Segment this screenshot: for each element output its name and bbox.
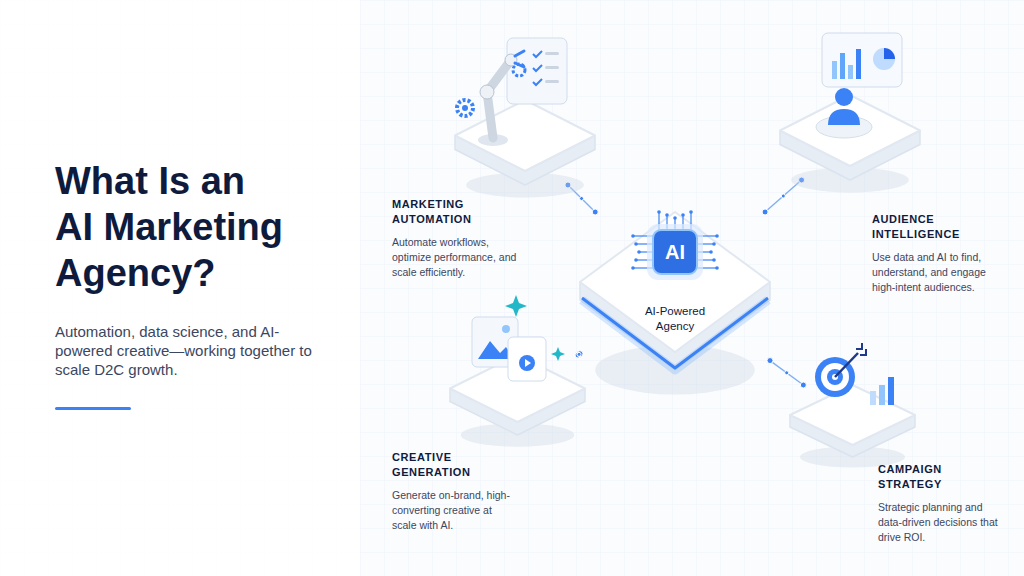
platform-shape	[580, 212, 770, 370]
card-body: Strategic planning and data-driven decis…	[878, 500, 1008, 545]
card-body: Generate on-brand, high-converting creat…	[392, 488, 517, 533]
platform-shape	[450, 355, 585, 435]
service-node: AUDIENCE INTELLIGENCEUse data and AI to …	[780, 95, 920, 180]
connector-line	[770, 361, 803, 385]
card-body: Automate workflows, optimize performance…	[392, 235, 517, 280]
connector-dot	[767, 358, 773, 364]
platform-shape	[455, 100, 595, 185]
connector-dot	[785, 371, 789, 375]
connector-dot	[577, 352, 581, 356]
hub-node: AI AI-Powered Agency	[580, 212, 770, 370]
connector-dot	[577, 351, 583, 357]
card-heading: MARKETING AUTOMATION	[392, 197, 502, 227]
platform-shape	[780, 95, 920, 180]
connector-dot	[800, 382, 806, 388]
connector-dot	[762, 209, 768, 215]
card-body: Use data and AI to find, understand, and…	[872, 250, 1010, 295]
service-node: CREATIVE GENERATIONGenerate on-brand, hi…	[450, 355, 585, 435]
card-heading: CREATIVE GENERATION	[392, 450, 502, 480]
service-node: MARKETING AUTOMATIONAutomate workflows, …	[455, 100, 595, 185]
page-caption: Automation, data science, and AI-powered…	[55, 322, 327, 379]
connector-dot	[781, 194, 785, 198]
page-title: What Is an AI Marketing Agency?	[55, 158, 291, 296]
card-heading: AUDIENCE INTELLIGENCE	[872, 212, 982, 242]
left-panel	[0, 0, 360, 576]
hub-label: AI-Powered Agency	[630, 304, 720, 334]
accent-rule	[55, 407, 131, 410]
chip-label: AI	[653, 230, 697, 274]
connector-dot	[592, 209, 598, 215]
platform-shape	[790, 385, 915, 457]
card-heading: CAMPAIGN STRATEGY	[878, 462, 988, 492]
connector-dot	[580, 197, 584, 201]
service-node: CAMPAIGN STRATEGYStrategic planning and …	[790, 385, 915, 457]
